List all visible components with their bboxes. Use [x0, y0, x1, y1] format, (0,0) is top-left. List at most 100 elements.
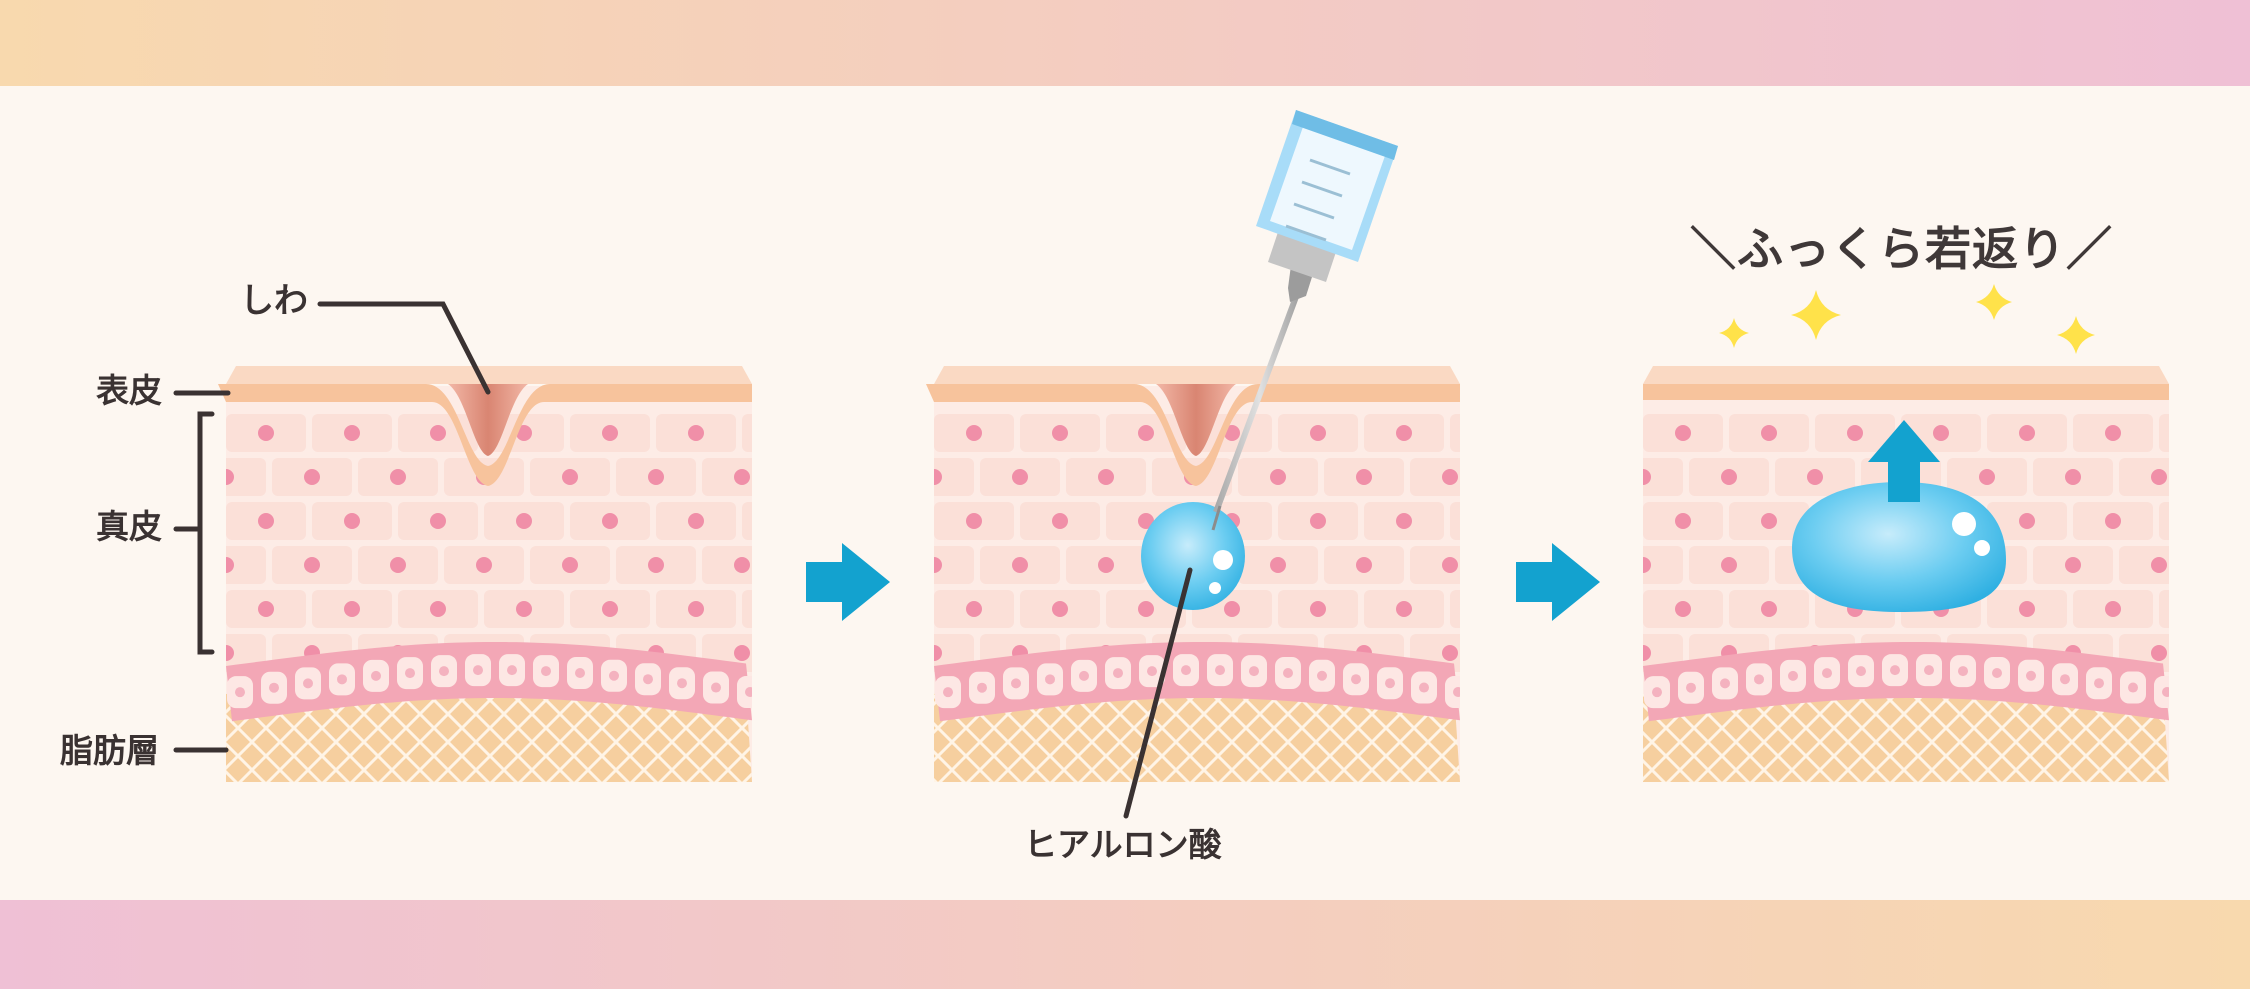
cell-nucleus — [1310, 513, 1326, 529]
skin-panel-injection — [926, 110, 1498, 782]
dermis-cell — [1643, 458, 1683, 496]
cell-nucleus — [648, 469, 664, 485]
epidermis-layer — [1643, 384, 2169, 400]
syringe-icon — [1211, 110, 1398, 531]
cell-nucleus — [688, 601, 704, 617]
cell-nucleus — [1138, 601, 1154, 617]
band-cell-nucleus — [2026, 670, 2036, 681]
band-cell-nucleus — [1686, 682, 1696, 693]
cell-nucleus — [1138, 513, 1154, 529]
cell-nucleus — [648, 557, 664, 573]
band-cell — [2154, 676, 2169, 709]
cell-nucleus — [602, 601, 618, 617]
cell-nucleus — [1643, 557, 1651, 573]
cell-nucleus — [1482, 513, 1498, 529]
cell-nucleus — [1356, 469, 1372, 485]
highlight-dot — [1209, 582, 1221, 594]
rejuvenation-caption: ＼ふっくら若返り／ — [1690, 222, 2113, 276]
band-cells — [227, 654, 752, 709]
tick-mark — [1301, 180, 1343, 198]
cell-nucleus — [1052, 601, 1068, 617]
cell-nucleus — [258, 513, 274, 529]
cell-nucleus — [934, 469, 942, 485]
cell-nucleus — [430, 513, 446, 529]
highlight-dot — [1974, 540, 1990, 556]
band-cell-nucleus — [1992, 668, 2002, 679]
fat-layer-label: 脂肪層 — [60, 731, 159, 770]
epidermis-layer — [926, 384, 1460, 486]
dermis-cell — [2159, 502, 2169, 540]
dermis-cell — [226, 458, 266, 496]
band-cell-nucleus — [1011, 678, 1021, 689]
band-cell — [1445, 676, 1460, 709]
band-cell-nucleus — [2060, 674, 2070, 685]
wrinkle-leader-line — [317, 301, 491, 395]
band-cell-nucleus — [1113, 668, 1123, 679]
cell-nucleus — [1442, 645, 1458, 661]
needle-tip — [1211, 505, 1222, 531]
cell-nucleus — [304, 469, 320, 485]
band-cell-nucleus — [711, 682, 721, 693]
band-cell-nucleus — [1890, 665, 1900, 676]
band-cell-nucleus — [1822, 668, 1832, 679]
dermis-cell — [742, 502, 752, 540]
dermis-cell — [1410, 458, 1460, 496]
cell-nucleus — [476, 557, 492, 573]
band-cell-nucleus — [439, 666, 449, 677]
dermis-cell — [742, 414, 752, 452]
band-cell — [737, 676, 752, 709]
cell-nucleus — [2191, 425, 2207, 441]
top-banner — [0, 0, 2250, 86]
cell-nucleus — [1098, 557, 1114, 573]
cell-nucleus — [226, 557, 234, 573]
band-cell-nucleus — [2162, 687, 2169, 698]
band-cell-nucleus — [371, 670, 381, 681]
cell-nucleus — [1098, 469, 1114, 485]
epidermis-top — [226, 366, 752, 384]
band-cell-nucleus — [643, 674, 653, 685]
cell-nucleus — [1482, 601, 1498, 617]
cell-nucleus — [1721, 557, 1737, 573]
cell-nucleus — [562, 469, 578, 485]
cell-nucleus — [1270, 557, 1286, 573]
dermis-label: 真皮 — [96, 507, 162, 546]
cell-nucleus — [1052, 425, 1068, 441]
cell-nucleus — [1396, 601, 1412, 617]
band-cell-nucleus — [1215, 665, 1225, 676]
cell-nucleus — [430, 425, 446, 441]
band-cell-nucleus — [609, 670, 619, 681]
sparkle-icon — [1791, 290, 1841, 340]
cell-nucleus — [258, 601, 274, 617]
band-cell-nucleus — [1045, 674, 1055, 685]
cell-nucleus — [1012, 469, 1028, 485]
cell-nucleus — [688, 425, 704, 441]
dermis-cell — [1643, 546, 1683, 584]
cell-nucleus — [1761, 513, 1777, 529]
wrinkle-label: しわ — [240, 281, 308, 321]
band-cell-nucleus — [677, 678, 687, 689]
band-cells — [1644, 654, 2169, 709]
wrinkle-groove — [448, 384, 528, 456]
epidermis-top — [934, 366, 1460, 384]
cell-nucleus — [966, 425, 982, 441]
cell-nucleus — [430, 601, 446, 617]
cell-nucleus — [390, 557, 406, 573]
arrow-up-icon — [1868, 420, 1940, 502]
hyaluronic-blob — [1141, 502, 1245, 610]
cell-nucleus — [258, 425, 274, 441]
band-cell-nucleus — [575, 668, 585, 679]
cell-nucleus — [1675, 601, 1691, 617]
cell-nucleus — [734, 645, 750, 661]
cell-nucleus — [2151, 469, 2167, 485]
dermis-cell — [702, 458, 752, 496]
cell-nucleus — [1396, 425, 1412, 441]
highlight-dot — [1952, 512, 1976, 536]
band-cell-nucleus — [1453, 687, 1460, 698]
sparkle-icon — [1719, 318, 1749, 348]
cell-nucleus — [226, 645, 234, 661]
cell-nucleus — [966, 601, 982, 617]
band-cell-nucleus — [1079, 670, 1089, 681]
cell-nucleus — [344, 601, 360, 617]
hyaluronic-blob-large — [1792, 482, 2006, 612]
